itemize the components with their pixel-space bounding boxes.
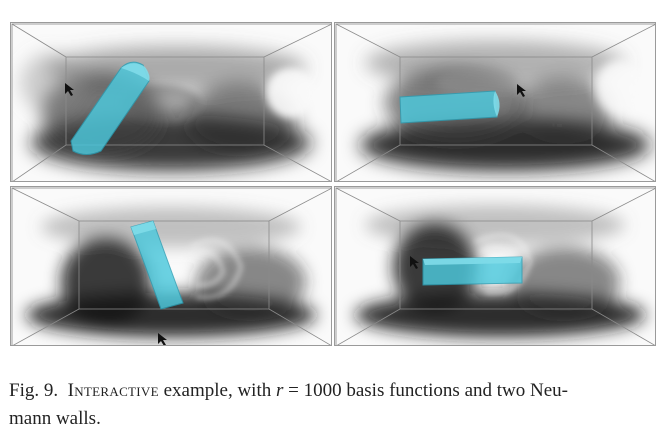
smoke-volume xyxy=(355,205,645,337)
obstacle-wall xyxy=(422,256,523,286)
caption-label: Fig. 9. xyxy=(9,380,59,401)
cursor-icon xyxy=(65,83,74,96)
figure xyxy=(8,20,661,350)
panel-top-left xyxy=(10,22,332,182)
domain-box xyxy=(11,23,331,181)
caption-math-var: r xyxy=(275,380,284,401)
caption-title: Interactive xyxy=(67,380,159,401)
caption-text-rest: = 1000 basis functions and two Neu- xyxy=(283,380,568,401)
domain-box xyxy=(11,187,331,345)
cursor-icon xyxy=(158,333,167,345)
cursor-icon xyxy=(410,256,419,269)
panel-top-right xyxy=(334,22,656,182)
smoke-volume xyxy=(26,207,316,337)
caption-text: example, with xyxy=(158,380,276,401)
domain-box xyxy=(335,187,655,345)
panel-bottom-left xyxy=(10,186,332,346)
obstacle-wall xyxy=(70,61,150,155)
cursor-icon xyxy=(517,84,526,97)
caption-line2: mann walls. xyxy=(9,408,101,429)
obstacle-wall xyxy=(130,220,184,310)
figure-caption: Fig. 9. Interactive example, with r = 10… xyxy=(9,377,661,433)
panel-bottom-right xyxy=(334,186,656,346)
obstacle-wall xyxy=(399,90,500,124)
